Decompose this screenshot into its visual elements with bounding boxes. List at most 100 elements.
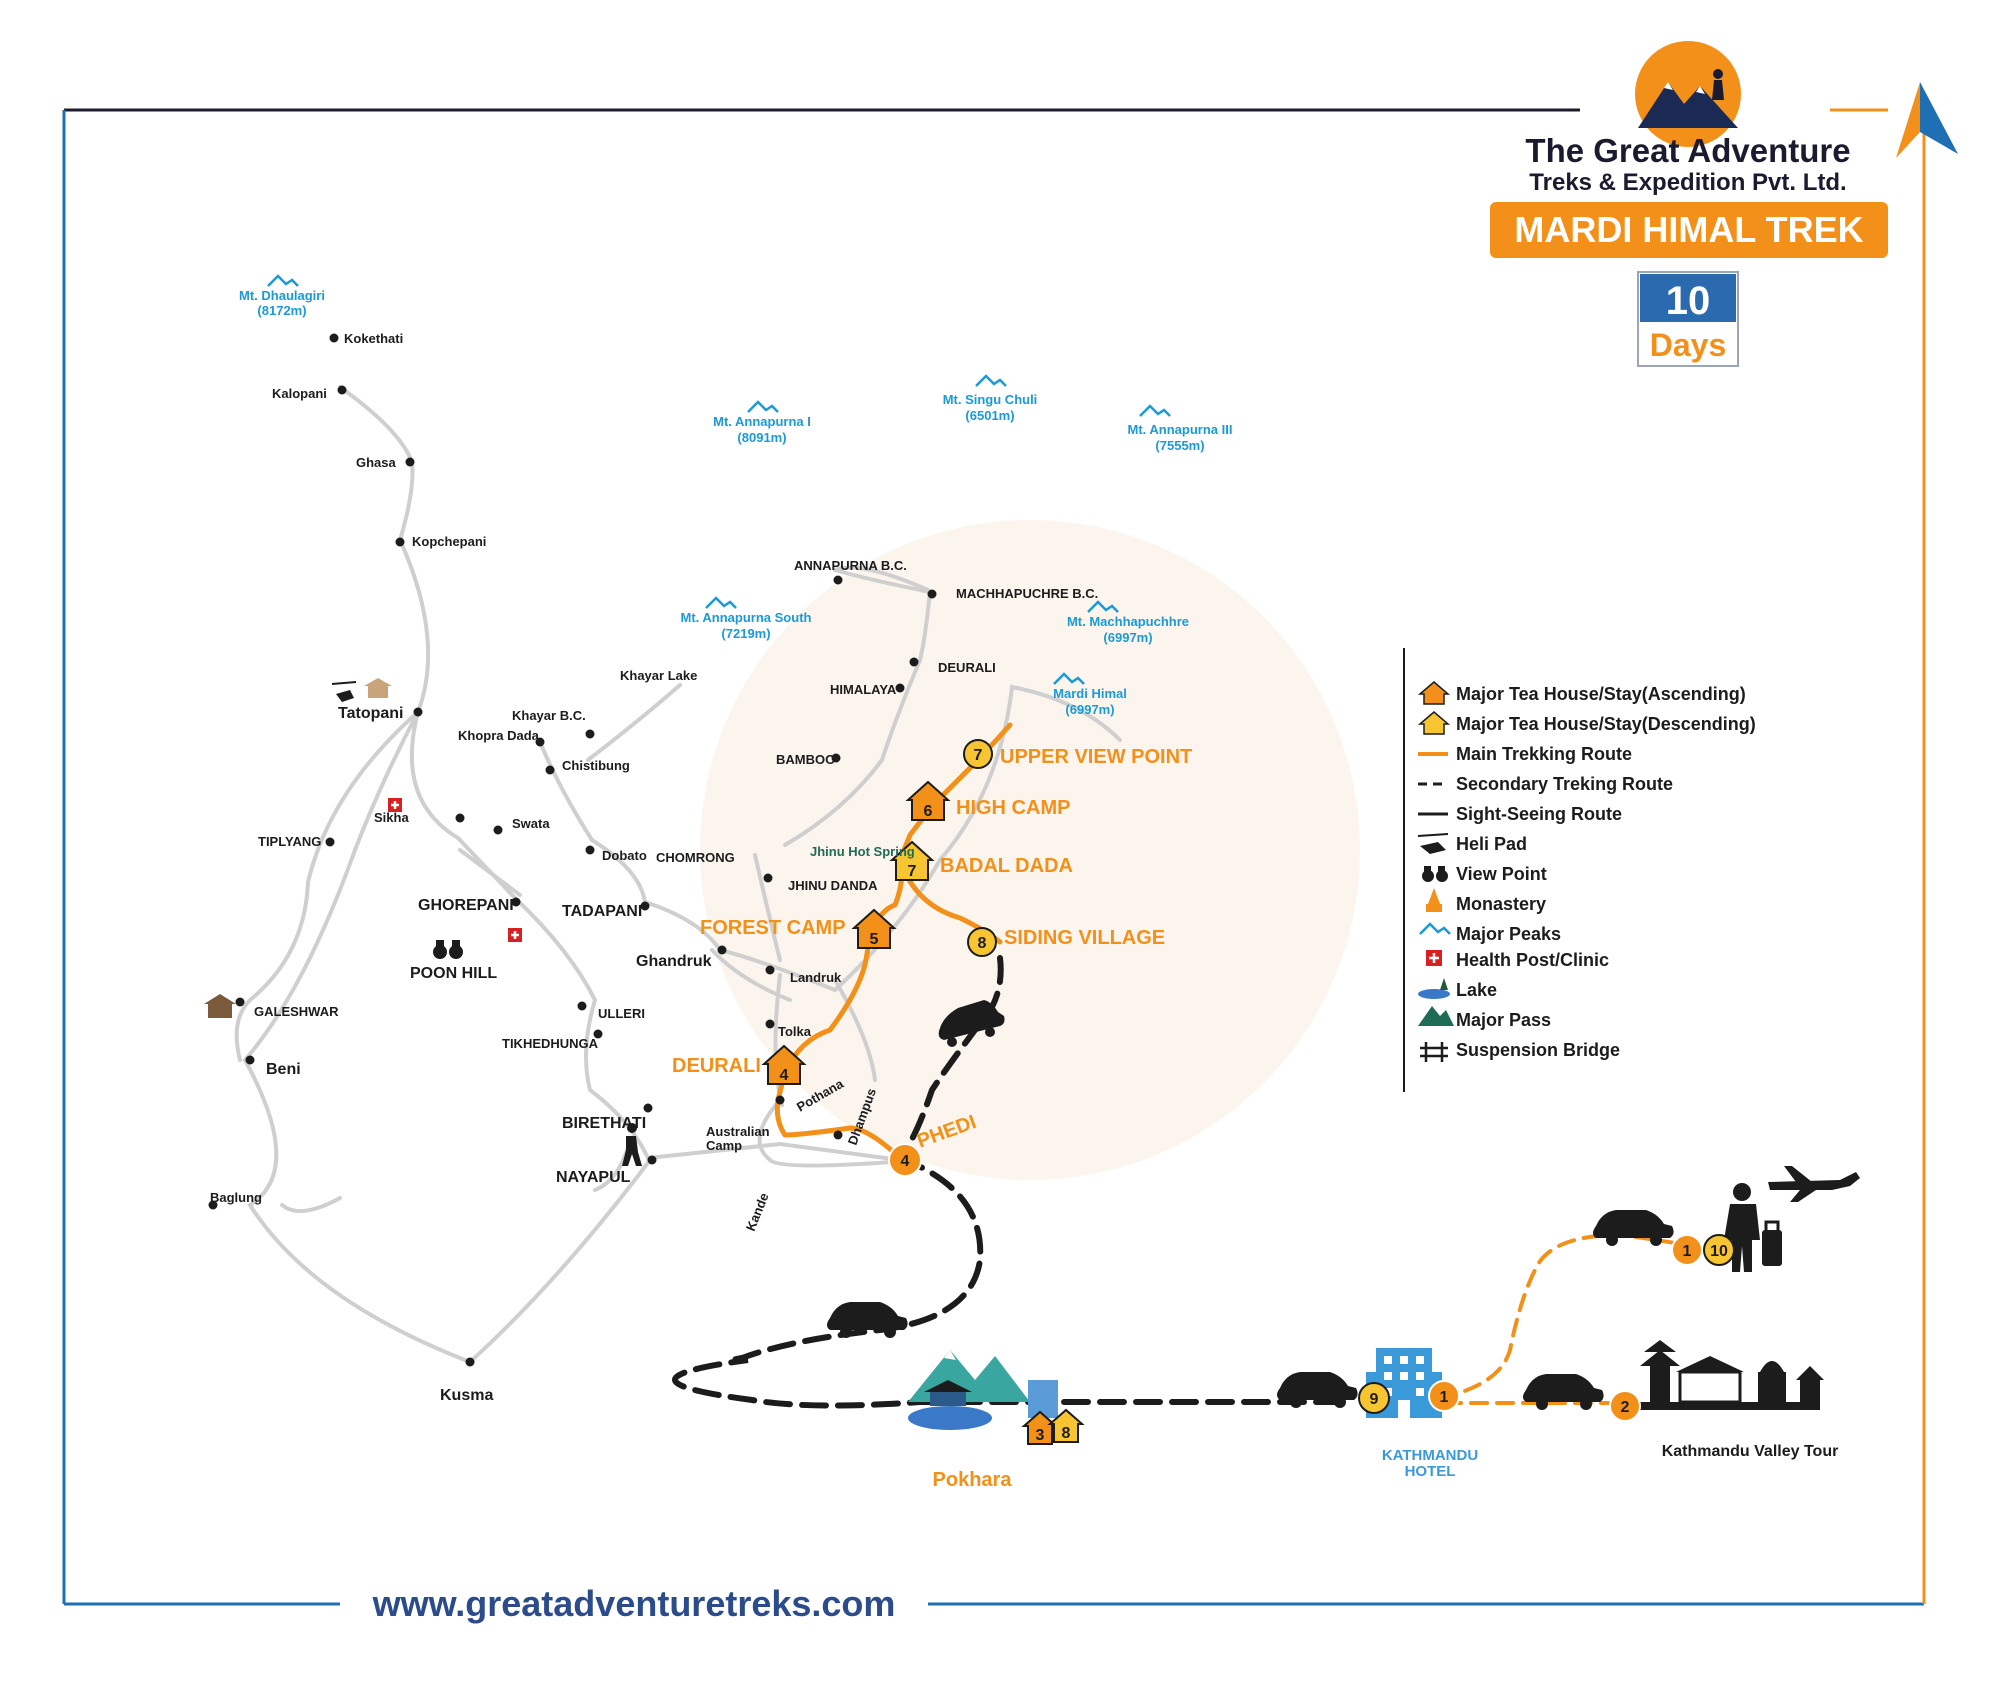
monastery-icon [204,994,236,1018]
place-label: HOTEL [1405,1463,1456,1480]
day-badge: 6 [905,780,951,821]
day-badge: 9 [1358,1382,1390,1414]
svg-text:6: 6 [924,803,933,820]
day-badge: 1 [1428,1380,1460,1412]
day-badge: 8 [1047,1408,1085,1443]
place-label: Swata [512,816,550,831]
stop-high-camp: HIGH CAMP [956,797,1070,819]
place-label: TADAPANI [562,903,642,920]
peak-name: Mt. Singu Chuli [943,392,1038,407]
legend-label: Health Post/Clinic [1456,950,1609,970]
hiker-icon [622,1123,642,1166]
website-url[interactable]: www.greatadventuretreks.com [372,1583,896,1624]
place-label: Chistibung [562,758,630,773]
place-label: Kokethati [344,331,403,346]
legend-label: Major Tea House/Stay(Descending) [1456,714,1756,734]
helicopter-icon [1417,833,1449,854]
day-badge: 4 [888,1143,922,1177]
pokhara-icon [908,1350,1058,1430]
place-label: Khayar Lake [620,668,697,683]
health-post-icon [508,928,522,942]
svg-text:10: 10 [1710,1243,1728,1260]
place-label: Tatopani [338,705,403,722]
svg-text:2: 2 [1621,1399,1630,1416]
place-label: Sikha [374,810,409,825]
day-badge: 8 [967,927,997,957]
day-badges: 7 6 7 8 5 4 4 3 [761,739,1735,1445]
svg-text:8: 8 [978,935,987,952]
trek-title: MARDI HIMAL TREK [1514,209,1863,250]
svg-text:8: 8 [1062,1425,1071,1442]
mountain-pass-icon [1418,1006,1454,1026]
peak-height: (8172m) [257,303,306,318]
svg-text:1: 1 [1683,1243,1692,1260]
place-label: KATHMANDU [1382,1447,1478,1464]
monastery-icon [364,678,392,698]
place-dots [208,333,937,1367]
legend-label: Suspension Bridge [1456,1040,1620,1060]
traveller-icon [1724,1183,1782,1272]
place-label: BAMBOO [776,752,835,767]
peak-height: (7219m) [721,626,770,641]
place-label: Khayar B.C. [512,708,586,723]
place-label: POON HILL [410,965,497,982]
place-label: Kande [743,1191,772,1233]
legend-label: Major Tea House/Stay(Ascending) [1456,684,1746,704]
legend-label: Main Trekking Route [1456,744,1632,764]
day-badge: 1 [1671,1234,1703,1266]
place-label: Khopra Dada [458,728,540,743]
peak-height: (8091m) [737,430,786,445]
car-icon [1277,1372,1358,1408]
house-orange-icon [1417,681,1451,705]
legend-label: Sight-Seeing Route [1456,804,1622,824]
airplane-icon [1768,1166,1860,1202]
days-word: Days [1650,327,1727,363]
binoculars-icon [1422,866,1448,882]
svg-text:1: 1 [1440,1389,1449,1406]
stop-forest-camp: FOREST CAMP [700,917,846,939]
house-yellow-icon [1417,711,1451,735]
trek-title-banner [1490,202,1888,258]
company-logo [1635,41,1741,147]
peak-height: (6997m) [1103,630,1152,645]
peak-name: Mt. Annapurna South [681,610,812,625]
car-icon [938,1000,1005,1047]
day-badge: 10 [1703,1234,1735,1266]
place-label: CHOMRONG [656,850,735,865]
peak-name: Mardi Himal [1053,686,1127,701]
svg-text:4: 4 [780,1067,789,1084]
svg-text:7: 7 [974,747,983,764]
place-label: Dobato [602,848,647,863]
place-label: MACHHAPUCHRE B.C. [956,586,1098,601]
peak-height: (7555m) [1155,438,1204,453]
lake-icon [1418,978,1450,999]
place-label: Camp [706,1138,742,1153]
peak-height: (6997m) [1065,702,1114,717]
peak-name: Mt. Annapurna I [713,414,811,429]
day-badge: 2 [1609,1390,1641,1422]
place-label: TIPLYANG [258,834,321,849]
place-label: Baglung [210,1190,262,1205]
svg-text:5: 5 [870,931,879,948]
days-badge: 10 Days [1637,271,1739,367]
monastery-icon [1426,888,1442,912]
day-badge: 7 [889,840,935,881]
svg-text:4: 4 [901,1153,910,1170]
place-label: NAYAPUL [556,1169,631,1186]
place-label: Kathmandu Valley Tour [1662,1443,1839,1460]
bridge-icon [1420,1042,1448,1062]
legend-label: Monastery [1456,894,1546,914]
kathmandu-temples-icon [1630,1340,1824,1410]
brand-subtitle: Treks & Expedition Pvt. Ltd. [1529,169,1846,196]
peak-markers [267,274,1171,685]
peak-height: (6501m) [965,408,1014,423]
car-icon [1523,1374,1604,1410]
days-number: 10 [1666,279,1711,323]
place-label: HIMALAYA [830,682,897,697]
legend-label: Secondary Treking Route [1456,774,1673,794]
car-icon [1593,1210,1674,1246]
place-label: JHINU DANDA [788,878,878,893]
place-label: Ghandruk [636,953,712,970]
compass-arrow-icon [1896,82,1958,158]
